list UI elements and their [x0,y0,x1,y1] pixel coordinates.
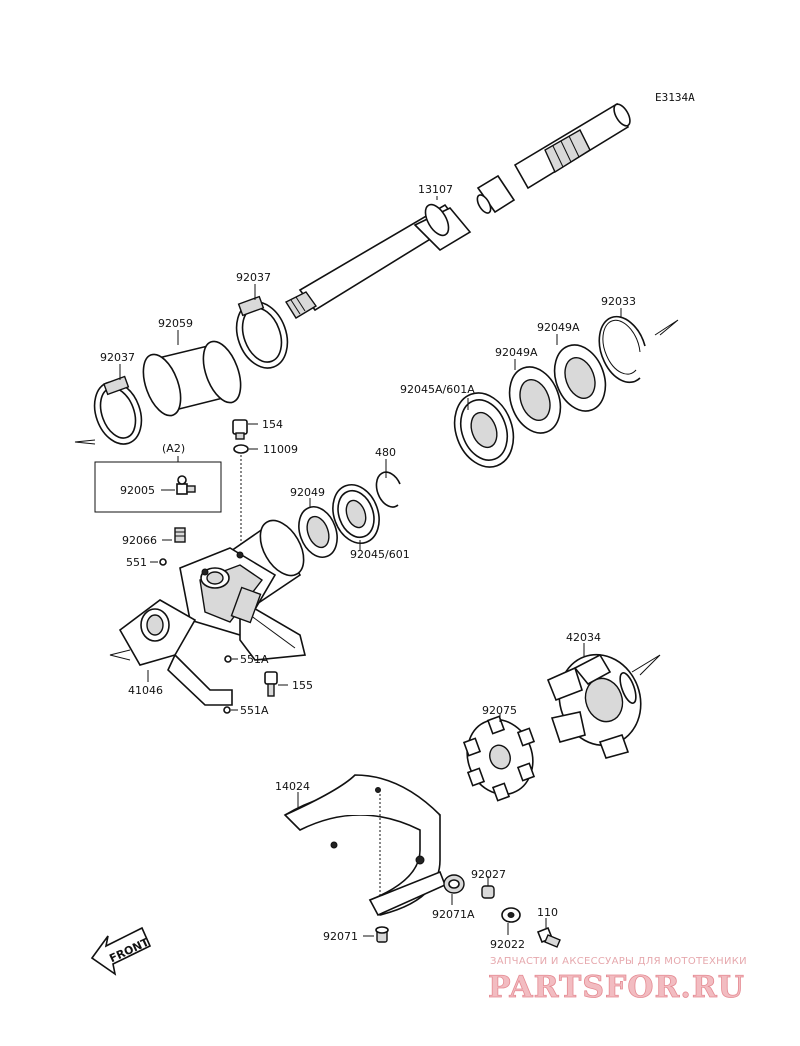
label-92045-601: 92045/601 [350,548,410,561]
label-92049: 92049 [290,486,325,499]
plug-551a-lower [223,706,231,714]
label-92022: 92022 [490,938,525,951]
label-92037-lower: 92037 [100,351,135,364]
label-92037-upper: 92037 [236,271,271,284]
diagram-code: E3134A [655,91,695,104]
label-480: 480 [375,446,396,459]
spacer-92049a-inner [508,366,562,434]
watermark: ЗАПЧАСТИ И АКСЕССУАРЫ ДЛЯ МОТОТЕХНИКИ PA… [488,956,747,1005]
plug-551a-upper [224,655,232,663]
circlip-92033 [598,315,646,384]
label-92071: 92071 [323,930,358,943]
label-92049a-2: 92049A [495,346,538,359]
label-551a-lower: 551A [240,704,269,717]
grommet-92071a [443,874,465,894]
label-155: 155 [292,679,313,692]
bearing-92045a [453,392,515,468]
label-92049a-1: 92049A [537,321,580,334]
label-92071a: 92071A [432,908,475,921]
front-arrow: FRONT [90,926,151,976]
fitting-92066 [174,527,186,543]
label-92075: 92075 [482,704,517,717]
label-a2: (A2) [162,442,185,455]
watermark-brand: PARTSFOR.RU [488,970,745,1005]
damper-92075 [462,715,536,802]
grease-fitting-92005 [176,475,196,495]
grommet-92071 [375,926,389,943]
label-92066: 92066 [122,534,157,547]
label-14024: 14024 [275,780,310,793]
label-551: 551 [126,556,147,569]
label-551a-upper: 551A [240,653,269,666]
label-42034: 42034 [566,631,601,644]
washer-92022 [501,907,521,923]
bearing-92045 [332,484,380,544]
drive-shaft [284,102,631,319]
hose-clamp-lower [93,375,143,445]
circlip-480 [375,471,401,508]
seal-92049 [298,506,338,558]
pump-housing [118,519,307,706]
label-92027: 92027 [471,868,506,881]
bolt-110 [536,926,561,948]
hose-clamp-upper [235,295,289,369]
detail-box-a2 [94,461,222,513]
label-41046: 41046 [128,684,163,697]
washer-11009 [233,444,249,454]
label-92045a-601a: 92045A/601A [400,383,475,396]
bolt-155 [264,671,278,697]
label-92005: 92005 [120,484,155,497]
plug-551 [159,558,167,566]
spacer-92049a-outer [553,344,607,412]
label-154: 154 [262,418,283,431]
collar-92027 [481,885,495,899]
label-92059: 92059 [158,317,193,330]
label-13107: 13107 [418,183,453,196]
coupling-42034 [546,653,642,759]
watermark-tagline: ЗАПЧАСТИ И АКСЕССУАРЫ ДЛЯ МОТОТЕХНИКИ [490,956,747,967]
label-11009: 11009 [263,443,298,456]
bolt-154 [232,419,248,440]
rubber-hose [142,340,242,417]
guard-14024 [283,774,447,917]
label-110: 110 [537,906,558,919]
label-92033: 92033 [601,295,636,308]
